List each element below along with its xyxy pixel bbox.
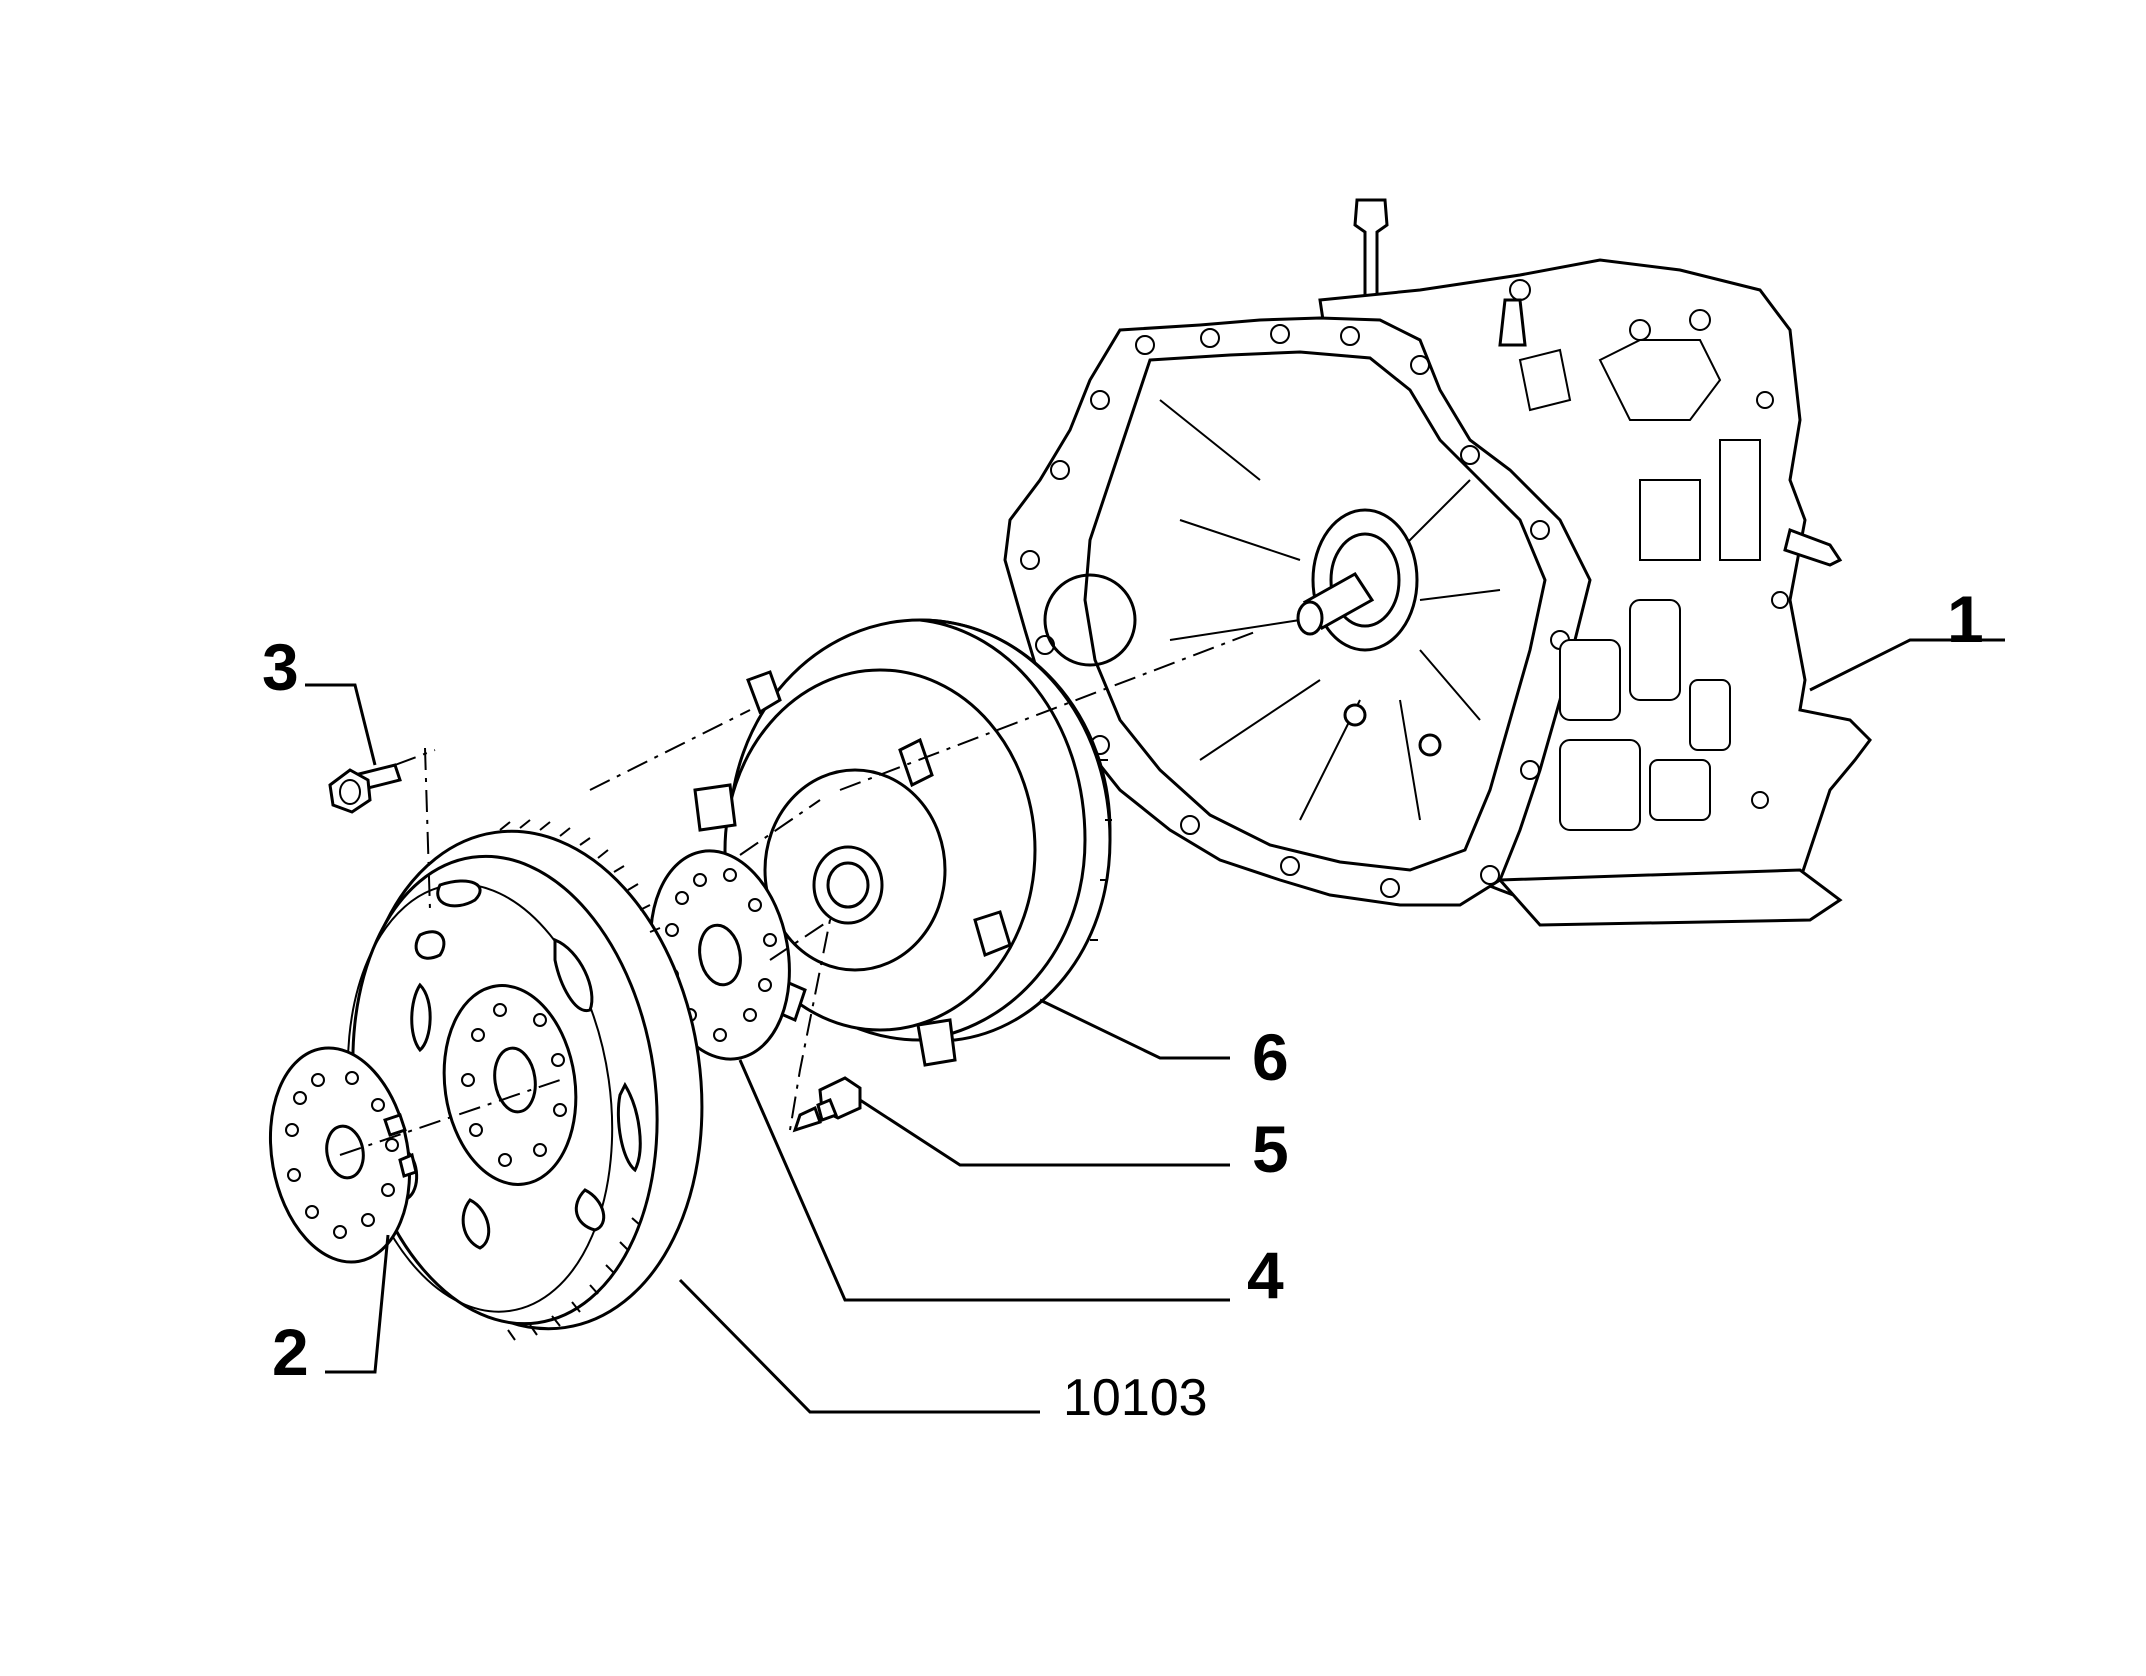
assembly-guide-lines bbox=[339, 629, 1261, 1156]
reference-number-label: 10103 bbox=[1063, 1369, 1208, 1427]
bolt-5-icon bbox=[792, 1076, 862, 1133]
callout-5-label: 5 bbox=[1252, 1112, 1289, 1186]
transmission-icon bbox=[1003, 198, 1872, 927]
callout-2-label: 2 bbox=[272, 1315, 309, 1389]
callout-1-label: 1 bbox=[1947, 582, 1984, 656]
bolt-3-icon bbox=[328, 763, 402, 814]
flywheel-ring-gear-icon bbox=[346, 819, 704, 1341]
callout-3-label: 3 bbox=[262, 630, 299, 704]
leader-lines bbox=[305, 638, 2005, 1414]
callout-6-label: 6 bbox=[1252, 1020, 1289, 1094]
torque-converter-icon bbox=[693, 618, 1112, 1067]
callout-4-label: 4 bbox=[1247, 1238, 1284, 1312]
